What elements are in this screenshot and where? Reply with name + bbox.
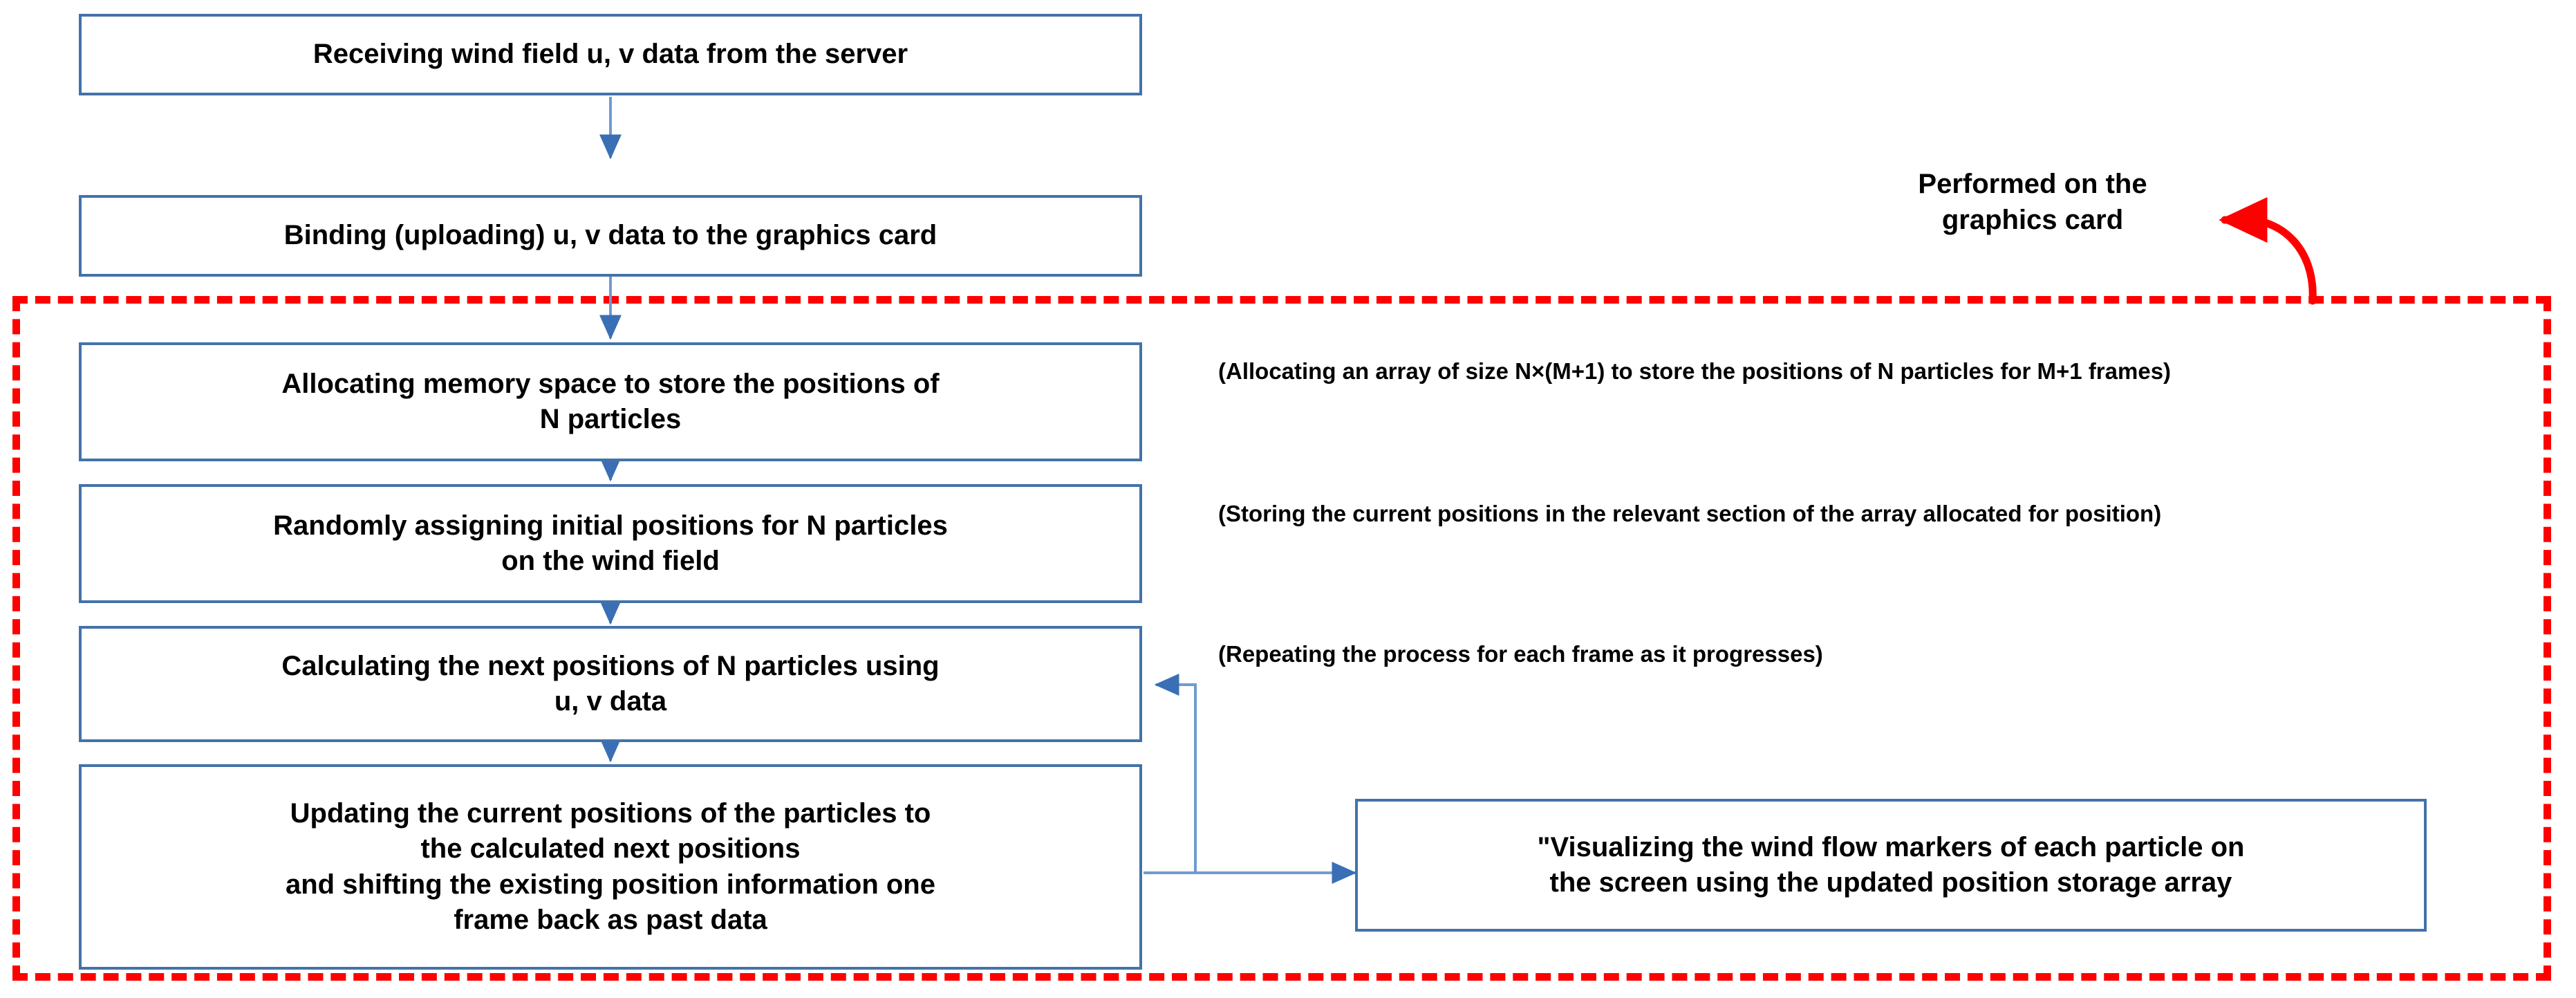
process-box-step-4[interactable]: Randomly assigning initial positions for…	[79, 484, 1142, 603]
annotation-note-1: (Allocating an array of size N×(M+1) to …	[1218, 358, 2172, 384]
process-box-step-3[interactable]: Allocating memory space to store the pos…	[79, 342, 1142, 461]
process-box-step-6[interactable]: Updating the current positions of the pa…	[79, 764, 1142, 970]
gpu-region-pointer-arrow	[2219, 197, 2317, 305]
process-box-step-5[interactable]: Calculating the next positions of N part…	[79, 626, 1142, 742]
annotation-note-3: (Repeating the process for each frame as…	[1218, 641, 1823, 667]
process-box-step-1[interactable]: Receiving wind field u, v data from the …	[79, 14, 1142, 95]
annotation-note-2: (Storing the current positions in the re…	[1218, 501, 2162, 526]
process-box-visualizing-output[interactable]: "Visualizing the wind flow markers of ea…	[1355, 799, 2427, 932]
process-box-step-2[interactable]: Binding (uploading) u, v data to the gra…	[79, 195, 1142, 277]
arrow-feedback-loop-to-step5	[1144, 674, 1197, 874]
